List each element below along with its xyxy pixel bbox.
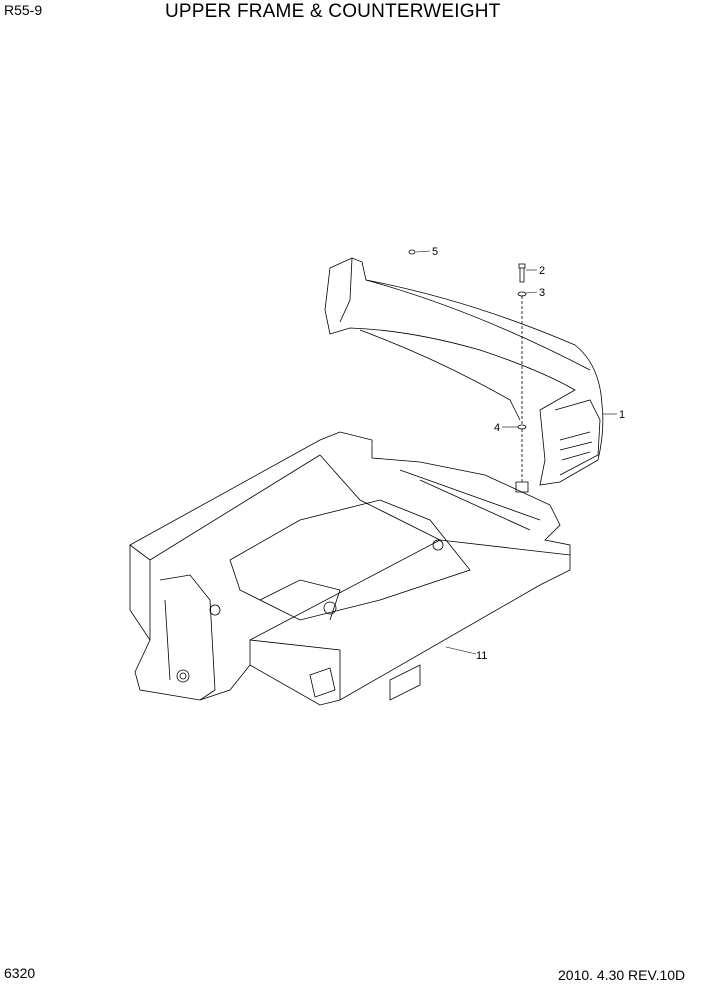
callout-5: 5: [432, 246, 438, 258]
revision-date: 2010. 4.30 REV.10D: [558, 967, 686, 983]
page-number: 6320: [4, 965, 36, 981]
page-title: UPPER FRAME & COUNTERWEIGHT: [165, 1, 501, 22]
callout-leaders: [415, 250, 617, 655]
callout-1: 1: [619, 409, 625, 421]
callout-3: 3: [539, 287, 545, 299]
fasteners: [408, 249, 529, 493]
callout-2: 2: [539, 265, 545, 277]
callout-11: 11: [476, 650, 487, 662]
callout-4: 4: [494, 422, 500, 434]
model-label: R55-9: [4, 2, 43, 18]
counterweight: [324, 257, 604, 486]
upper-frame: [129, 431, 571, 706]
